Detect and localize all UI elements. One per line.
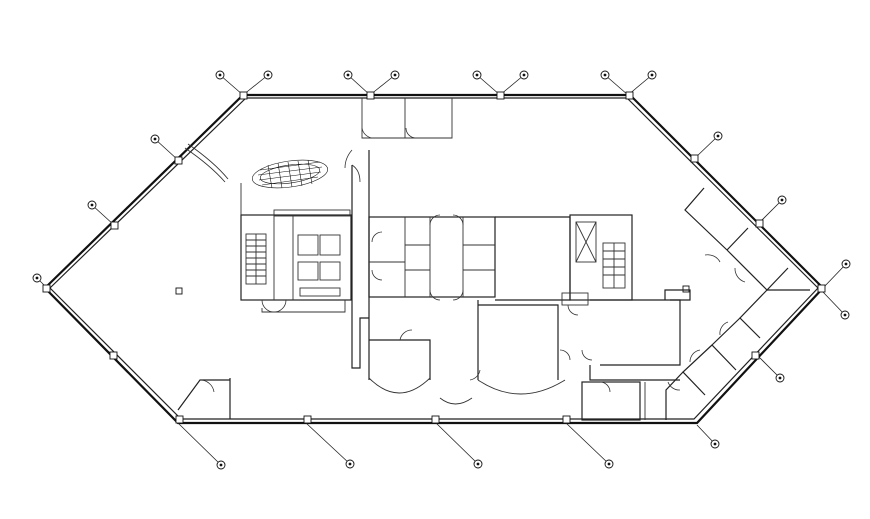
grid-bubble — [565, 422, 614, 469]
grid-bubble — [472, 70, 501, 96]
grid-bubbles — [32, 70, 851, 470]
north-offices — [361, 98, 453, 139]
grid-bubble — [759, 195, 787, 223]
exterior-wall — [43, 93, 825, 425]
central-rooms — [368, 214, 496, 301]
grid-bubble — [242, 70, 273, 96]
grid-bubble — [822, 259, 851, 289]
grid-bubble — [150, 134, 179, 161]
se-offices — [665, 289, 768, 420]
grid-bubble — [435, 422, 483, 469]
corridor — [344, 149, 370, 369]
sw-office — [177, 378, 231, 419]
grid-bubble — [87, 200, 115, 226]
grid-bubble — [499, 70, 529, 96]
south-rooms — [368, 300, 593, 405]
grid-bubble — [343, 70, 371, 96]
grid-bubble — [756, 354, 785, 383]
building-core — [240, 183, 352, 313]
grid-bubble — [215, 70, 244, 96]
grid-bubble — [822, 291, 850, 320]
grid-bubble — [696, 424, 720, 449]
east-rooms — [581, 289, 691, 421]
structural-columns — [42, 91, 826, 424]
grid-bubble — [177, 422, 226, 470]
ne-offices — [684, 187, 810, 291]
grid-bubble — [694, 131, 723, 159]
grid-bubble — [627, 70, 657, 96]
ceiling-feature — [252, 159, 328, 189]
grid-bubble — [369, 70, 400, 96]
grid-bubble — [600, 70, 629, 96]
reception-curve — [184, 143, 229, 183]
grid-bubble — [305, 422, 355, 469]
conference-room — [495, 214, 633, 316]
